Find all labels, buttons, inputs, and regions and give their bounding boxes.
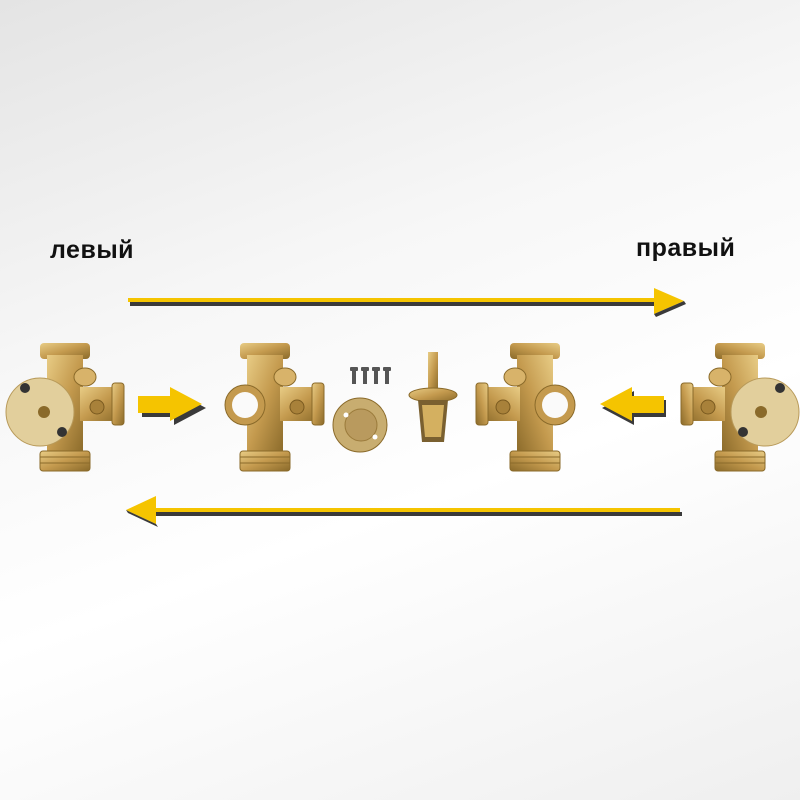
valve-assembled-right	[680, 342, 800, 472]
arrow-bottom-left	[126, 496, 682, 527]
label-left: левый	[50, 236, 135, 264]
valve-body-left	[224, 342, 325, 472]
screws	[350, 367, 391, 384]
cover-cap	[332, 397, 388, 453]
arrow-small-right	[138, 387, 206, 425]
arrow-top-right	[128, 288, 686, 317]
valve-stem-insert	[408, 352, 458, 442]
valve-assembled-left	[5, 342, 125, 472]
valve-body-right	[475, 342, 576, 472]
label-right: правый	[636, 234, 736, 262]
arrow-small-left	[600, 387, 666, 425]
